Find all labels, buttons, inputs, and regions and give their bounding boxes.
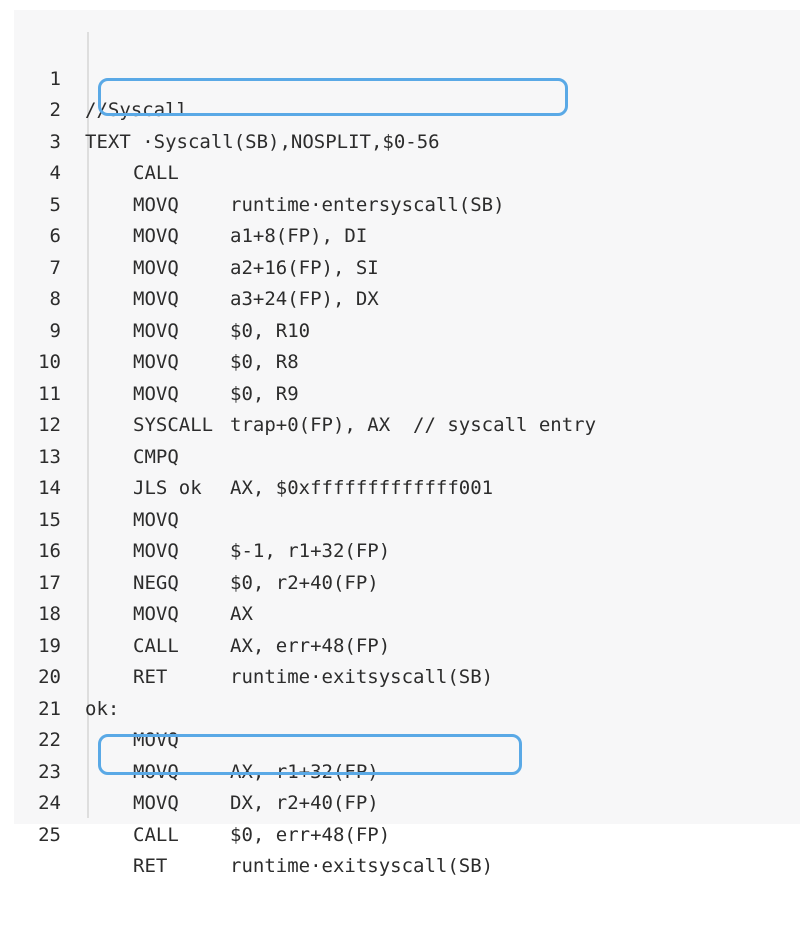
code-line: 1 //Syscall	[14, 32, 800, 122]
code-operands: $0, err+48(FP)	[230, 823, 391, 846]
code-instruction: NEGQ	[133, 571, 179, 594]
line-number: 12	[38, 414, 61, 436]
code-instruction: MOVQ	[133, 225, 179, 247]
code-operands: $0, r2+40(FP)	[230, 571, 379, 594]
code-line: 8 MOVQ $0, R8	[14, 253, 800, 373]
code-instruction: MOVQ	[133, 288, 179, 310]
code-instruction: CMPQ	[133, 445, 179, 468]
line-number: 6	[49, 225, 61, 247]
code-instruction: JLS ok	[133, 477, 202, 499]
code-operands: runtime·entersyscall(SB)	[230, 193, 505, 216]
code-instruction: RET	[133, 855, 168, 877]
highlight-box-entersyscall	[98, 78, 568, 116]
code-operands: a2+16(FP), SI	[230, 256, 379, 279]
line-number: 9	[49, 319, 61, 342]
code-instruction: CALL	[133, 634, 179, 657]
code-line: 11 SYSCALL	[14, 347, 800, 437]
code-operands: $0, R10	[230, 319, 311, 342]
code-operands: AX, r1+32(FP)	[230, 760, 379, 783]
code-operands: AX, $0xfffffffffffff001	[230, 477, 494, 499]
code-instruction: MOVQ	[133, 508, 179, 531]
code-operands: runtime·exitsyscall(SB)	[230, 666, 494, 688]
line-number: 5	[49, 193, 61, 216]
code-line: 20 ok:	[14, 631, 800, 720]
code-line: 12 CMPQ AX, $0xfffffffffffff001	[14, 379, 800, 499]
code-line: 7 MOVQ $0, R10	[14, 221, 800, 342]
code-label: ok:	[85, 697, 120, 720]
line-number: 15	[38, 508, 61, 531]
code-instruction: MOVQ	[133, 603, 179, 625]
code-instruction: CALL	[133, 162, 179, 184]
line-number: 11	[38, 382, 61, 405]
line-number: 20	[38, 666, 61, 688]
code-instruction: MOVQ	[133, 193, 179, 216]
line-number: 8	[49, 288, 61, 310]
code-line: 4 MOVQ a1+8(FP), DI	[14, 127, 800, 247]
line-number: 10	[38, 351, 61, 373]
line-number: 21	[38, 697, 61, 720]
line-number: 25	[38, 823, 61, 846]
code-operands: DX, r2+40(FP)	[230, 792, 379, 814]
code-operands: a3+24(FP), DX	[230, 288, 379, 310]
code-operands: trap+0(FP), AX // syscall entry	[230, 414, 597, 436]
line-number: 18	[38, 603, 61, 625]
code-operands: runtime·exitsyscall(SB)	[230, 855, 494, 877]
code-operands: $0, R9	[230, 382, 299, 405]
line-number: 4	[49, 162, 61, 184]
code-line: 6 MOVQ a3+24(FP), DX	[14, 190, 800, 310]
line-number: 13	[38, 445, 61, 468]
code-panel: 1 //Syscall 2 TEXT ·Syscall(SB),NOSPLIT,…	[14, 10, 800, 878]
line-number: 7	[49, 256, 61, 279]
line-number: 19	[38, 634, 61, 657]
code-instruction: SYSCALL	[133, 414, 214, 436]
code-operands: $-1, r1+32(FP)	[230, 540, 391, 562]
code-operands: $0, R8	[230, 351, 299, 373]
line-number: 2	[49, 99, 61, 121]
line-number: 1	[49, 67, 61, 90]
code-line: 21 MOVQ AX, r1+32(FP)	[14, 662, 800, 783]
line-number: 3	[49, 130, 61, 153]
code-operands: a1+8(FP), DI	[230, 225, 368, 247]
code-line: 2 TEXT ·Syscall(SB),NOSPLIT,$0-56	[14, 64, 800, 153]
line-number: 16	[38, 540, 61, 562]
code-instruction: MOVQ	[133, 382, 179, 405]
code-operands: AX, err+48(FP)	[230, 634, 391, 657]
code-line: 15 MOVQ $0, r2+40(FP)	[14, 473, 800, 594]
code-instruction: CALL	[133, 823, 179, 846]
code-line: 16 NEGQ AX	[14, 505, 800, 625]
highlight-box-exitsyscall	[98, 734, 522, 775]
code-instruction: MOVQ	[133, 351, 179, 373]
code-line: 3 CALL runtime·entersyscall(SB)	[14, 95, 800, 216]
code-operands: AX	[230, 603, 253, 625]
code-instruction: MOVQ	[133, 319, 179, 342]
code-line: 14 MOVQ $-1, r1+32(FP)	[14, 442, 800, 562]
gutter-divider	[87, 32, 89, 818]
code-instruction: MOVQ	[133, 760, 179, 783]
code-instruction: MOVQ	[133, 256, 179, 279]
code-line: 19 RET	[14, 599, 800, 689]
code-line: 13 JLS ok	[14, 410, 800, 500]
code-line: 10 MOVQ trap+0(FP), AX // syscall entry	[14, 316, 800, 436]
code-line: 9 MOVQ $0, R9	[14, 284, 800, 405]
line-number: 22	[38, 729, 61, 751]
line-number: 24	[38, 792, 61, 814]
line-number: 17	[38, 571, 61, 594]
code-line: 5 MOVQ a2+16(FP), SI	[14, 158, 800, 279]
code-instruction: MOVQ	[133, 792, 179, 814]
code-instruction: RET	[133, 666, 168, 688]
code-line: 17 MOVQ AX, err+48(FP)	[14, 536, 800, 657]
code-instruction: MOVQ	[133, 540, 179, 562]
code-line: 22 MOVQ DX, r2+40(FP)	[14, 694, 800, 814]
code-line: 18 CALL runtime·exitsyscall(SB)	[14, 568, 800, 688]
line-number: 14	[38, 477, 61, 499]
code-label: TEXT ·Syscall(SB),NOSPLIT,$0-56	[85, 130, 440, 153]
line-number: 23	[38, 760, 61, 783]
code-line: 25 RET	[14, 788, 800, 878]
